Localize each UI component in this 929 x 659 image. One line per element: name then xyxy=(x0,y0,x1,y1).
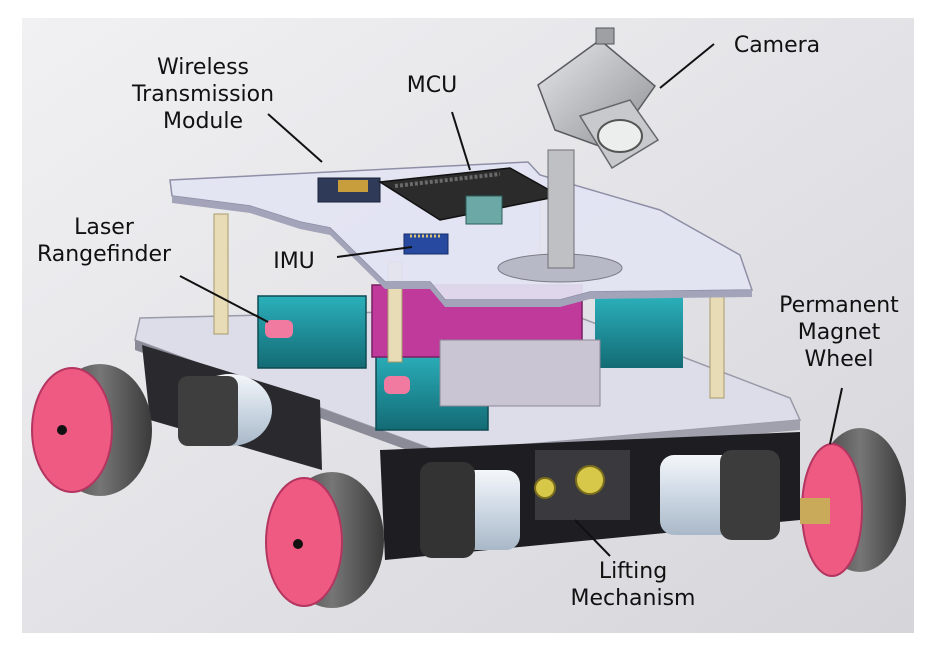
label-imu: IMU xyxy=(273,249,315,274)
wheel-front-left xyxy=(265,472,384,608)
leader-lifting xyxy=(574,519,611,557)
leader-imu xyxy=(336,246,413,258)
leader-mcu xyxy=(451,111,471,171)
leader-laser xyxy=(179,275,269,323)
leader-magnet-wheel xyxy=(829,387,843,445)
imu-sensor xyxy=(403,233,449,255)
label-mcu: MCU xyxy=(406,73,458,98)
wheel-front-right xyxy=(800,428,906,577)
label-camera: Camera xyxy=(733,33,821,58)
leader-camera xyxy=(659,43,715,89)
leader-wireless xyxy=(267,113,323,163)
camera-body xyxy=(537,27,660,170)
wheel-rear-left xyxy=(31,364,152,496)
